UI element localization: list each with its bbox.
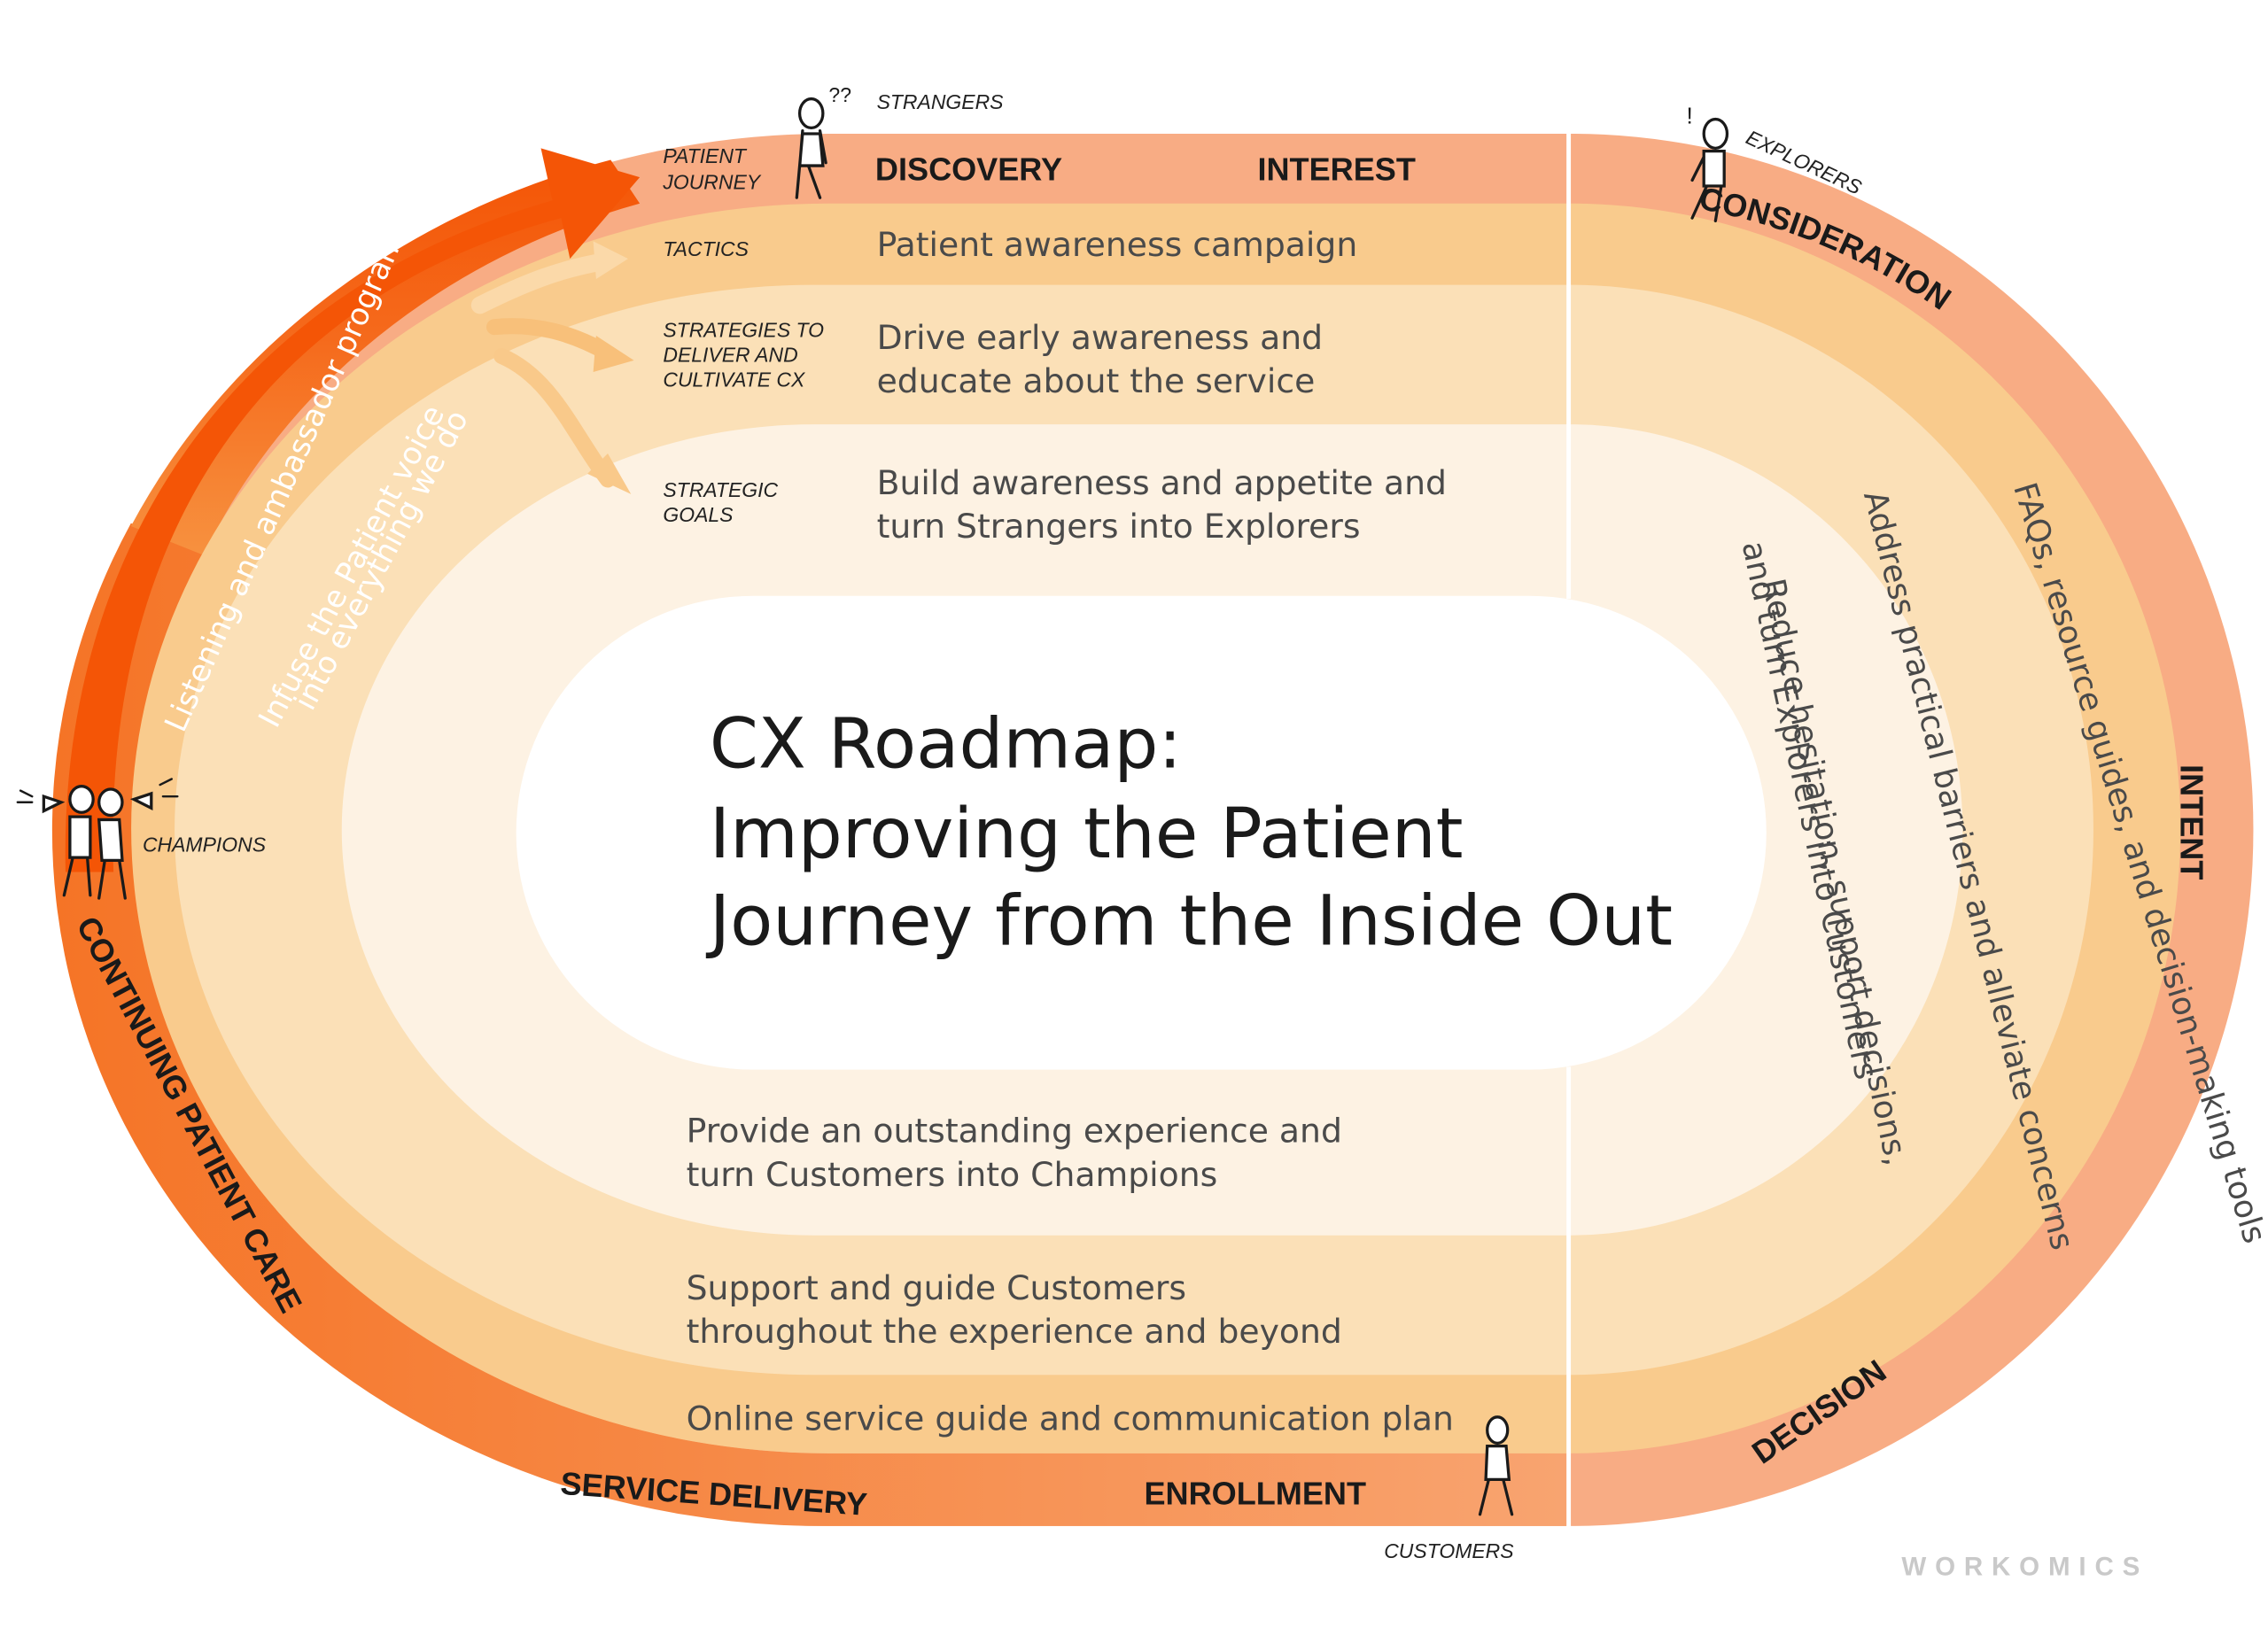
stage-intent: INTENT [2173, 764, 2210, 880]
stage-discovery: DISCOVERY [875, 151, 1062, 187]
label-tactics: TACTICS [663, 237, 749, 260]
brand-logo: WORKOMICS [1901, 1553, 2148, 1582]
persona-strangers: STRANGERS [877, 90, 1005, 113]
stage-interest: INTEREST [1257, 151, 1415, 187]
title-line-1: CX Roadmap: [710, 702, 1182, 784]
title-line-2: Improving the Patient [710, 793, 1464, 874]
top-tactic: Patient awareness campaign [877, 225, 1358, 264]
figure-customer-icon [1478, 1415, 1514, 1516]
figure-champions-icon [16, 778, 179, 900]
band-journey-left-arc [130, 159, 641, 555]
bottom-tactic: Online service guide and communication p… [687, 1399, 1454, 1438]
figure-stranger-icon: ?? [795, 83, 851, 199]
center-panel [516, 595, 1767, 1070]
persona-champions: CHAMPIONS [143, 833, 267, 857]
figure-explorer-icon: ! [1687, 102, 1729, 223]
svg-text:!: ! [1687, 102, 1693, 128]
persona-customers: CUSTOMERS [1384, 1539, 1514, 1562]
title-line-3: Journey from the Inside Out [705, 880, 1673, 962]
stage-enrollment: ENROLLMENT [1144, 1475, 1366, 1511]
loop-arrow [65, 148, 641, 872]
feedback-arrows [470, 241, 634, 494]
svg-text:??: ?? [828, 83, 851, 106]
